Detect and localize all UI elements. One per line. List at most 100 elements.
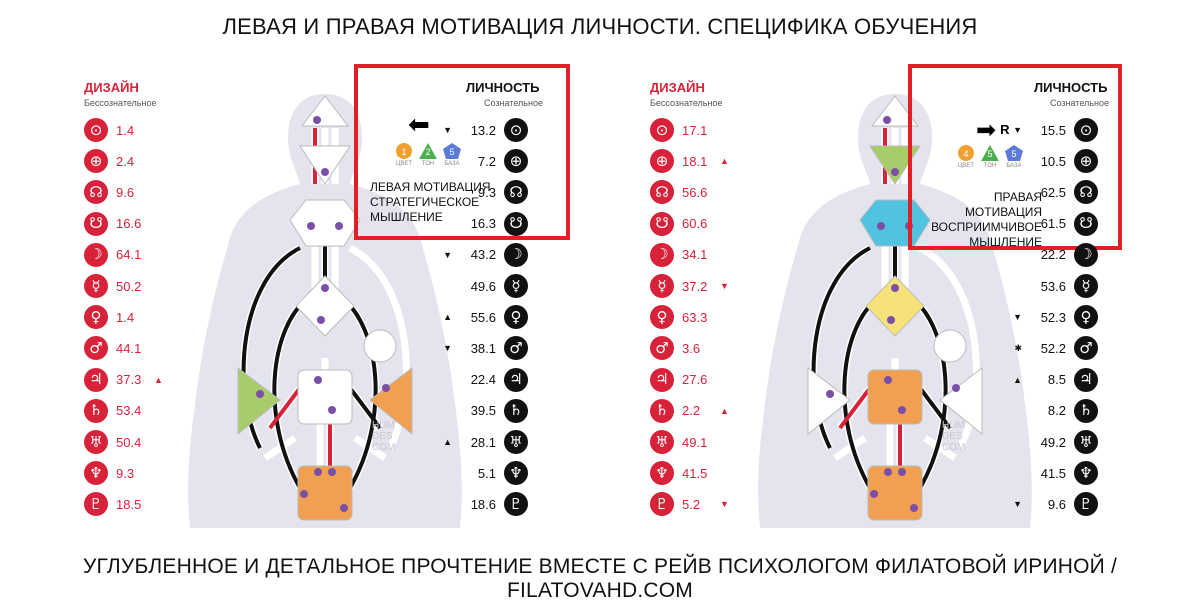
fixing-marker: ✱ xyxy=(1014,342,1022,353)
north-node-icon: ☊ xyxy=(84,180,108,205)
personality-row: 49.2♅ xyxy=(1010,428,1098,456)
heart-center xyxy=(933,329,967,363)
gate-line-value: 34.1 xyxy=(682,247,708,263)
motivation-label: ЛЕВАЯ МОТИВАЦИЯ СТРАТЕГИЧЕСКОЕ МЫШЛЕНИЕ xyxy=(370,180,491,225)
gate-line-value: 38.1 xyxy=(470,340,496,356)
sun-icon: ⊙ xyxy=(1074,118,1098,142)
svg-text:5: 5 xyxy=(449,147,454,157)
activated-channel xyxy=(838,386,872,430)
gate-line-value: 52.3 xyxy=(1040,309,1066,325)
sacral-center xyxy=(867,369,923,425)
mercury-icon: ☿ xyxy=(650,274,674,298)
gate-line-value: 8.5 xyxy=(1047,372,1066,388)
uranus-icon: ♅ xyxy=(84,430,108,454)
personality-subtitle: Сознательное xyxy=(1050,98,1109,108)
gate-line-value: 13.2 xyxy=(470,122,496,138)
personality-row: ▼43.2☽ xyxy=(440,241,528,269)
gate-line-value: 18.1 xyxy=(682,153,708,169)
pentagon-icon: 5 xyxy=(1005,145,1023,161)
gate-line-value: 64.1 xyxy=(116,247,142,263)
fixing-marker: ▼ xyxy=(443,249,452,260)
personality-row: ▼38.1♂ xyxy=(440,334,528,362)
personality-row: ▲28.1♅ xyxy=(440,428,528,456)
personality-row: 61.5☋ xyxy=(1010,210,1098,238)
circle-icon: 1 xyxy=(396,143,412,159)
gate-dot xyxy=(317,316,325,324)
mercury-icon: ☿ xyxy=(1074,274,1098,298)
saturn-icon: ♄ xyxy=(504,398,528,423)
left-arrow-icon: ⬅ xyxy=(408,110,430,140)
earth-icon: ⊕ xyxy=(504,149,528,174)
variable-label: БАЗА xyxy=(1006,163,1022,169)
gate-line-value: 5.2 xyxy=(682,496,701,512)
gate-dot xyxy=(340,504,348,512)
root-center xyxy=(867,465,923,521)
design-row: ☋60.6 xyxy=(650,210,720,238)
gate-line-value: 52.2 xyxy=(1040,340,1066,356)
svg-text:5: 5 xyxy=(987,149,992,159)
left-panel: ДИЗАЙН Бессознательное ЛИЧНОСТЬ Сознател… xyxy=(40,60,600,530)
design-row: ⊕2.4 xyxy=(84,147,154,175)
gate-line-value: 17.1 xyxy=(682,122,708,138)
gate-line-value: 10.5 xyxy=(1040,153,1066,169)
gate-line-value: 63.3 xyxy=(682,309,708,325)
ajna-center xyxy=(299,145,351,185)
design-row: ♄2.2▲ xyxy=(650,397,729,425)
arrow-glyph: ➡ xyxy=(976,116,997,144)
venus-icon: ♀ xyxy=(504,305,528,330)
svg-text:2: 2 xyxy=(425,147,430,157)
gate-line-value: 9.3 xyxy=(116,465,135,481)
mercury-icon: ☿ xyxy=(504,274,528,298)
gate-dot xyxy=(300,490,308,498)
gate-line-value: 16.6 xyxy=(116,216,142,232)
gate-line-value: 1.4 xyxy=(116,122,135,138)
gate-dot xyxy=(887,316,895,324)
personality-row: ▼13.2⊙ xyxy=(440,116,528,144)
motivation-line: ВОСПРИИМЧИВОЕ xyxy=(931,220,1042,234)
moon-icon: ☽ xyxy=(1074,242,1098,267)
south-node-icon: ☋ xyxy=(84,211,108,236)
jupiter-icon: ♃ xyxy=(84,367,108,392)
personality-row: 53.6☿ xyxy=(1010,272,1098,300)
pluto-icon: ♇ xyxy=(650,492,674,517)
personality-row: 22.2☽ xyxy=(1010,241,1098,269)
gate-dot xyxy=(870,490,878,498)
saturn-icon: ♄ xyxy=(84,398,108,423)
jupiter-icon: ♃ xyxy=(650,367,674,392)
personality-title: ЛИЧНОСТЬ xyxy=(466,80,540,95)
variable-label: ТОН xyxy=(421,161,435,167)
gate-line-value: 62.5 xyxy=(1040,184,1066,200)
sun-icon: ⊙ xyxy=(504,118,528,142)
page-title: ЛЕВАЯ И ПРАВАЯ МОТИВАЦИЯ ЛИЧНОСТИ. СПЕЦИ… xyxy=(222,14,978,39)
venus-icon: ♀ xyxy=(84,305,108,330)
gate-dot xyxy=(382,384,390,392)
north-node-icon: ☊ xyxy=(504,180,528,205)
gate-line-value: 18.6 xyxy=(470,496,496,512)
design-row: ☿50.2 xyxy=(84,272,154,300)
design-row: ☿37.2▼ xyxy=(650,272,729,300)
gate-line-value: 22.4 xyxy=(470,372,496,388)
watermark-text: HUM xyxy=(372,420,395,431)
motivation-line: ЛЕВАЯ МОТИВАЦИЯ xyxy=(370,180,491,194)
personality-row: ▼9.6♇ xyxy=(1010,490,1098,518)
gate-dot xyxy=(883,116,891,124)
personality-row: 18.6♇ xyxy=(440,490,528,518)
jupiter-icon: ♃ xyxy=(1074,367,1098,392)
activated-channel xyxy=(340,296,378,489)
gate-line-value: 18.5 xyxy=(116,496,142,512)
watermark-text: HUM xyxy=(942,420,965,431)
fixing-marker: ▲ xyxy=(1013,374,1022,385)
gate-line-value: 49.6 xyxy=(470,278,496,294)
gate-line-value: 3.6 xyxy=(682,340,701,356)
gate-dot xyxy=(910,504,918,512)
ajna-center xyxy=(869,145,921,185)
gate-line-value: 15.5 xyxy=(1040,122,1066,138)
design-row: ☽34.1 xyxy=(650,241,720,269)
sun-icon: ⊙ xyxy=(650,118,674,142)
gate-dot xyxy=(898,468,906,476)
